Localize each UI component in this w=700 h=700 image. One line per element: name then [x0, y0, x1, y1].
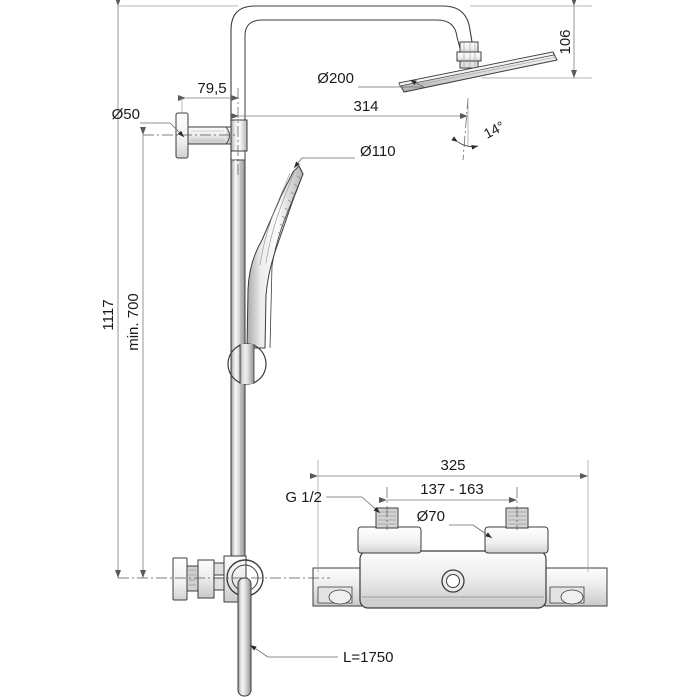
label-hose: L=1750	[343, 649, 393, 666]
rain-shower-head	[398, 51, 558, 93]
dim-14deg-arc	[451, 136, 479, 150]
label-14deg: 14°	[481, 118, 507, 142]
label-dia50: Ø50	[112, 106, 140, 123]
dimension-labels: Ø50 79,5 Ø110 Ø200 314 106 14° 1117 min.…	[100, 29, 574, 666]
shower-hose	[237, 577, 252, 697]
label-g12: G 1/2	[285, 489, 322, 506]
dimension-lines	[115, 0, 592, 658]
label-106: 106	[557, 29, 574, 54]
label-dia200: Ø200	[317, 70, 354, 87]
riser-arm-outline	[230, 5, 474, 160]
inlet-block-left	[357, 526, 422, 554]
label-dia70: Ø70	[417, 508, 445, 525]
riser-arm-inner	[244, 19, 462, 160]
shower-head-connector	[456, 41, 482, 69]
centerline-head	[462, 97, 469, 161]
hand-shower	[227, 165, 304, 385]
label-1117: 1117	[100, 299, 117, 330]
label-min700: min. 700	[125, 293, 142, 351]
label-314: 314	[353, 98, 378, 115]
lower-wall-outlet	[172, 555, 264, 603]
label-325: 325	[440, 457, 465, 474]
label-137-163: 137 - 163	[420, 481, 483, 498]
label-795: 79,5	[197, 80, 226, 97]
inlet-block-right	[484, 526, 549, 554]
label-dia110: Ø110	[360, 143, 396, 160]
thermostatic-valve-geometry	[312, 507, 608, 609]
wall-mount-bracket	[175, 112, 248, 159]
shower-column-geometry	[172, 5, 558, 697]
